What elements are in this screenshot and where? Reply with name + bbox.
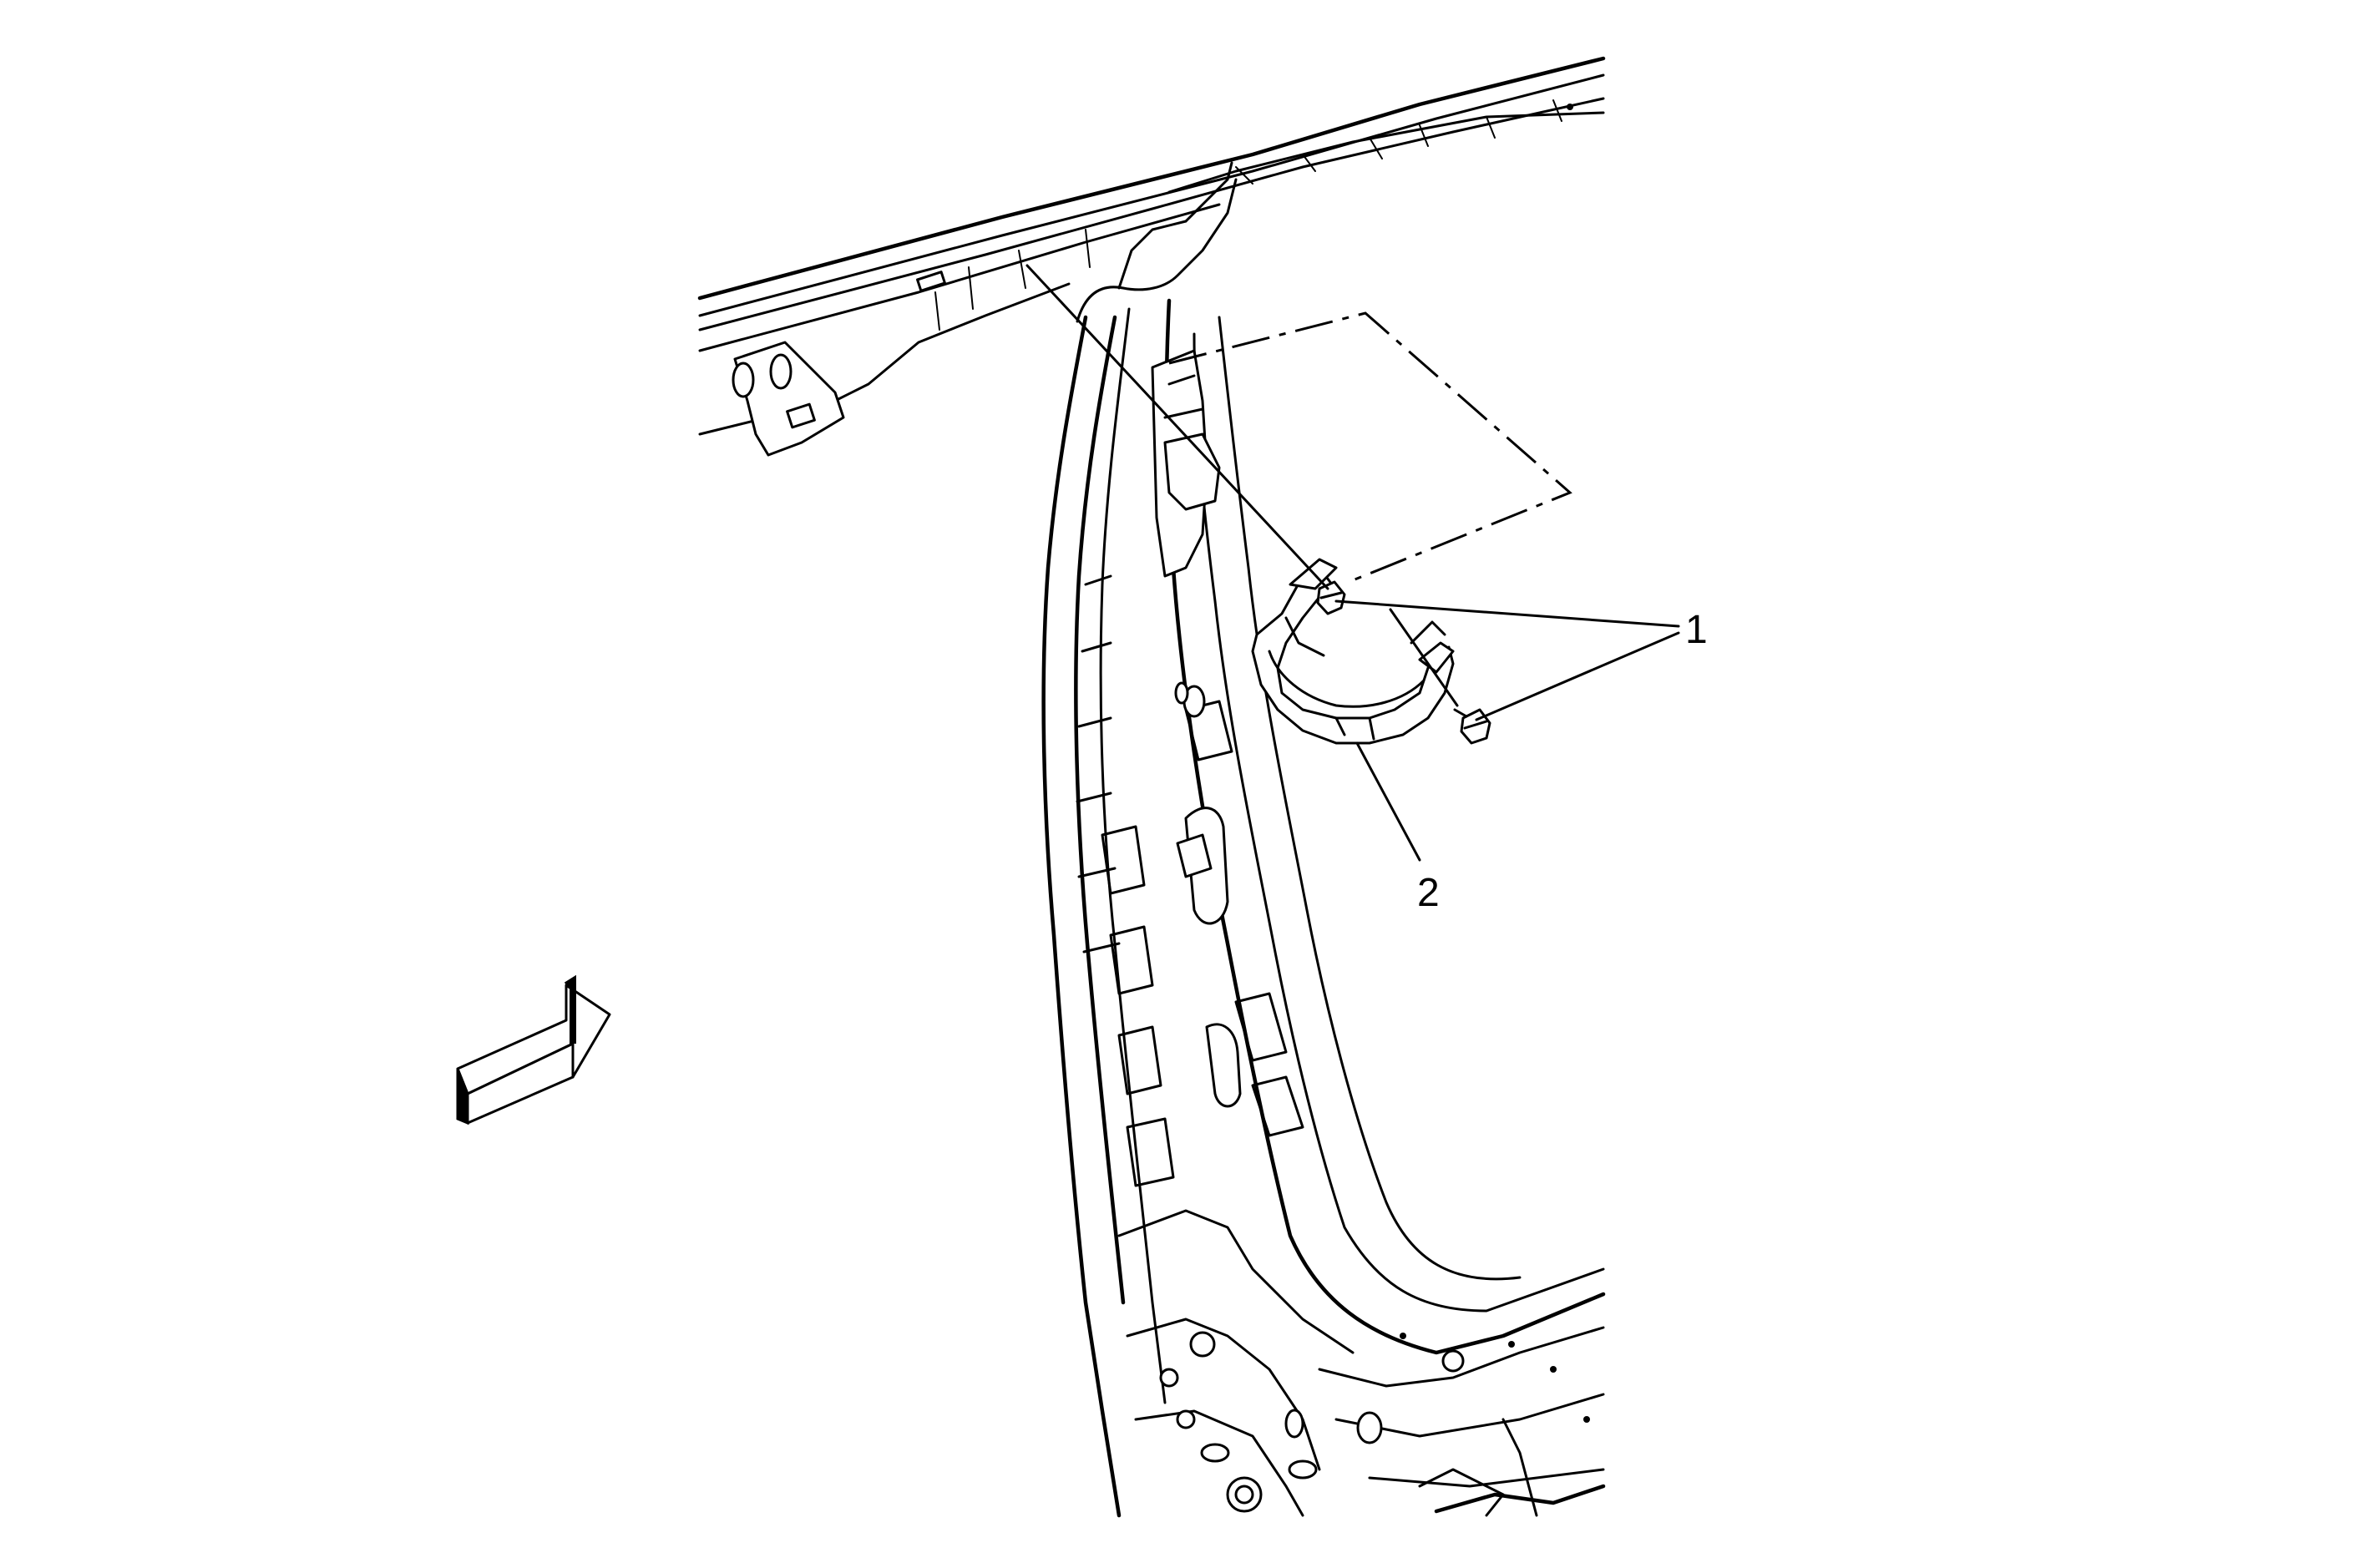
view-direction-arrow-icon	[456, 974, 611, 1126]
bolt-lower	[1453, 708, 1491, 745]
bolt-upper	[1316, 580, 1346, 615]
b-pillar	[1041, 161, 1606, 1518]
callout-2-label: 2	[1417, 871, 1440, 915]
assist-handle	[1251, 558, 1455, 745]
installation-lines	[1025, 264, 1680, 862]
callout-1-label: 1	[1685, 608, 1708, 652]
roof-rail	[697, 56, 1606, 457]
